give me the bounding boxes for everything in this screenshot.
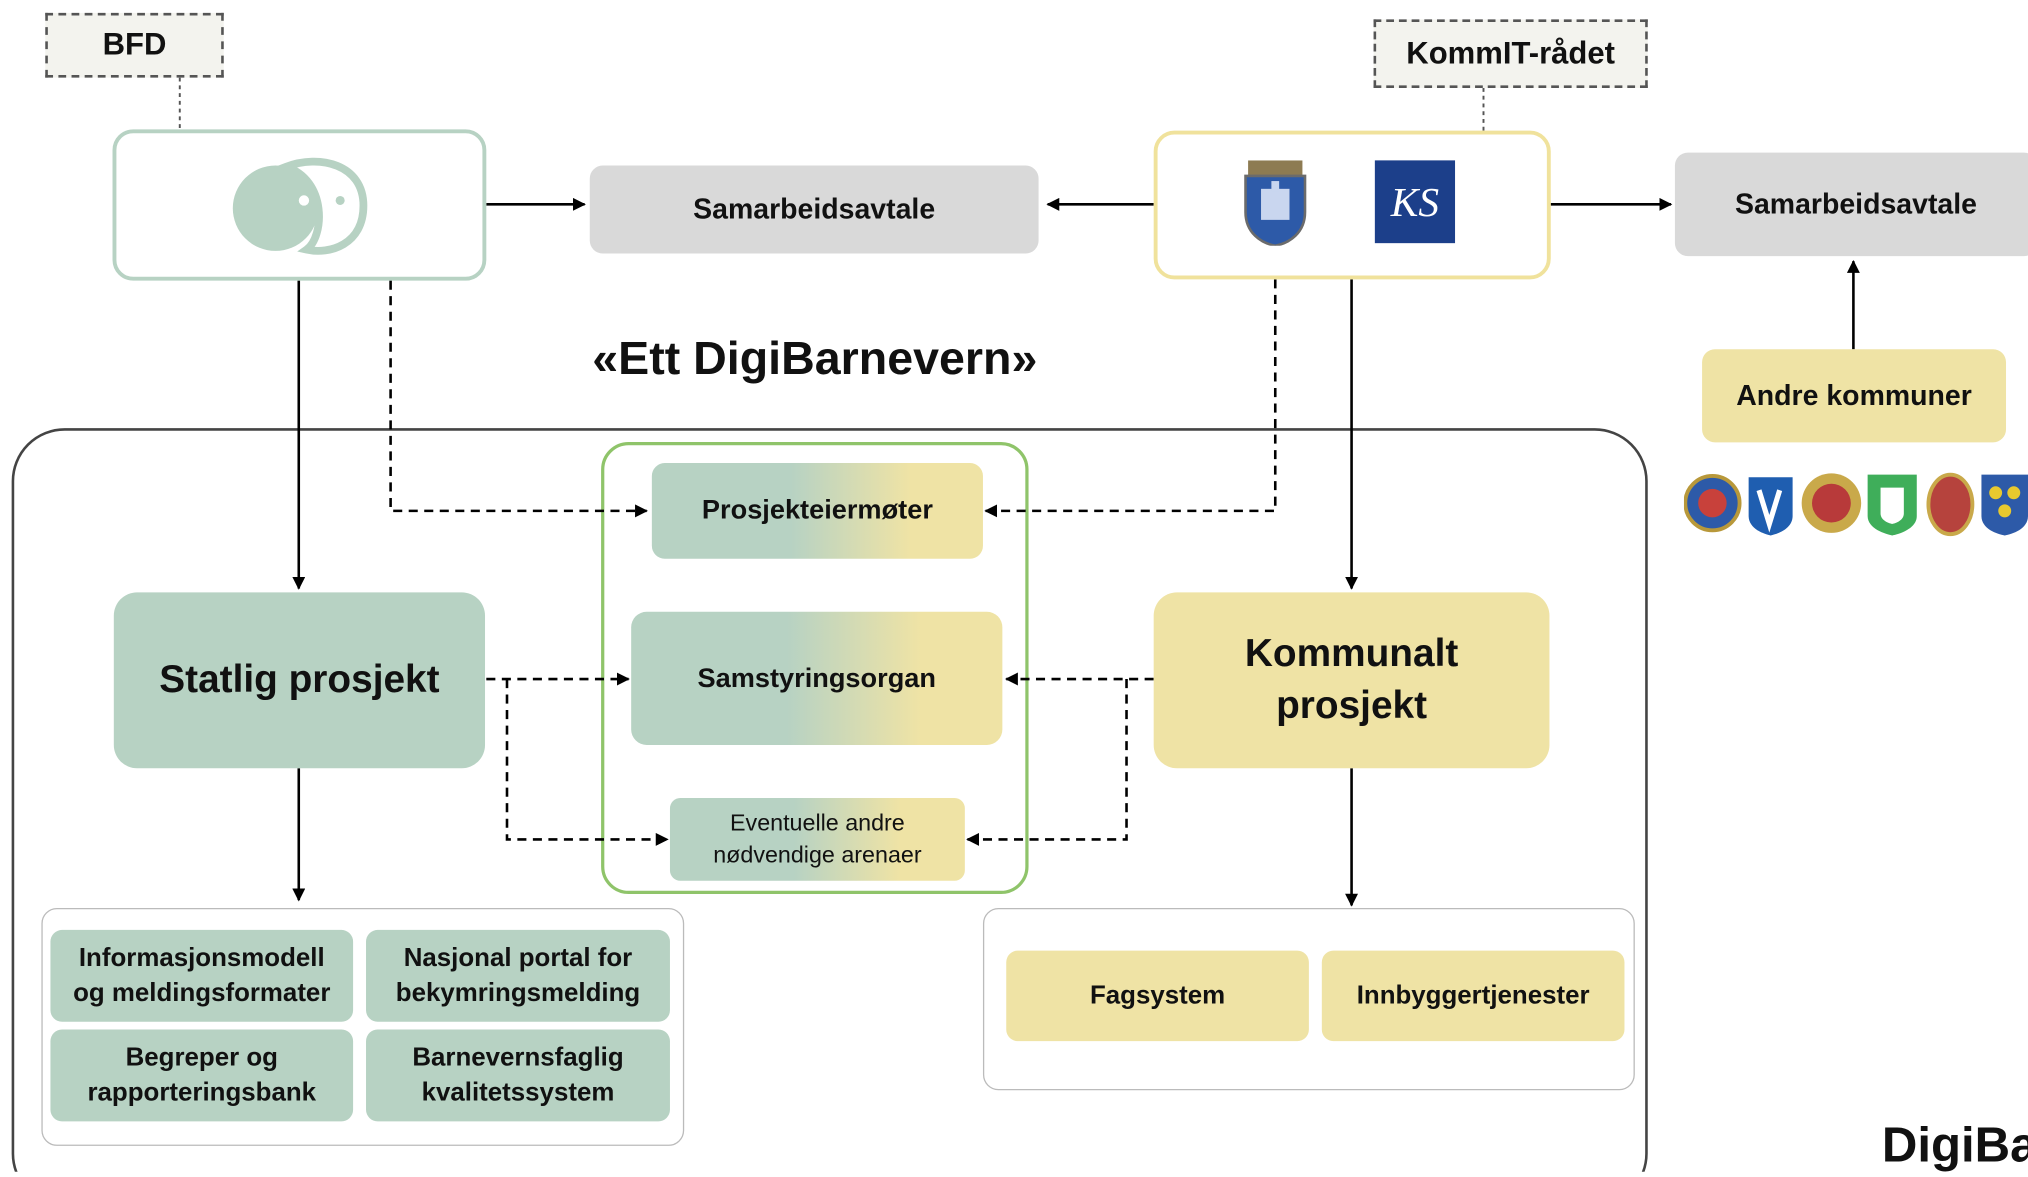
bfd-label: BFD [102, 27, 167, 63]
municipal-project-box: Kommunalt prosjekt [1153, 592, 1550, 769]
municipal-project-line1: Kommunalt [1244, 632, 1459, 676]
state-project-label: Statlig prosjekt [159, 658, 440, 702]
state-project-box: Statlig prosjekt [113, 592, 486, 769]
state-deliverable-1-line2: og meldingsformater [73, 978, 331, 1007]
coat-of-arms-icon [1244, 160, 1307, 246]
state-deliverable-4-line1: Barnevernsfaglig [412, 1043, 624, 1072]
state-deliverable-4: Barnevernsfaglig kvalitetssystem [366, 1029, 670, 1122]
page-title: «Ett DigiBarnevern» [569, 326, 1060, 391]
kommit-label: KommIT-rådet [1406, 35, 1615, 71]
municipal-project-line2: prosjekt [1276, 684, 1428, 727]
state-deliverable-3-line2: rapporteringsbank [87, 1078, 317, 1107]
ks-label: KS [1390, 177, 1440, 225]
other-municipalities-label: Andre kommuner [1736, 378, 1972, 412]
state-deliverable-4-line2: kvalitetssystem [421, 1078, 615, 1107]
state-deliverable-1-line1: Informasjonsmodell [78, 943, 325, 972]
municipal-owner-box: KS [1153, 130, 1551, 280]
state-deliverable-2-line2: bekymringsmelding [395, 978, 641, 1007]
municipal-deliverable-2: Innbyggertjenester [1321, 950, 1625, 1042]
ks-logo: KS [1374, 160, 1456, 244]
other-arenas-box: Eventuelle andre nødvendige arenaer [669, 798, 965, 881]
municipal-deliverable-2-label: Innbyggertjenester [1356, 981, 1590, 1010]
agreement-left: Samarbeidsavtale [589, 165, 1039, 254]
state-deliverable-3: Begreper og rapporteringsbank [50, 1029, 354, 1122]
bfd-tag: BFD [45, 12, 224, 78]
joint-governance-frame [601, 442, 1029, 895]
corner-brand-text: DigiBa [1882, 1115, 2028, 1177]
state-deliverable-1: Informasjonsmodell og meldingsformater [50, 929, 354, 1022]
state-deliverable-2: Nasjonal portal for bekymringsmelding [366, 929, 670, 1022]
owners-meeting-label: Prosjekteiermøter [701, 495, 933, 526]
municipality-arms-row [1683, 469, 2028, 537]
municipal-deliverable-1: Fagsystem [1006, 950, 1309, 1042]
other-arenas-line2: nødvendige arenaer [713, 841, 922, 868]
bufdir-box [112, 129, 487, 281]
bufdir-icon [232, 157, 367, 254]
agreement-right-label: Samarbeidsavtale [1734, 187, 1977, 220]
coat-of-arms-icon [1683, 472, 2028, 537]
steering-box: Samstyringsorgan [631, 611, 1003, 745]
kommit-tag: KommIT-rådet [1373, 19, 1648, 88]
title-text: «Ett DigiBarnevern» [592, 331, 1038, 385]
state-deliverable-2-line1: Nasjonal portal for [403, 943, 633, 972]
municipal-deliverable-1-label: Fagsystem [1089, 981, 1226, 1010]
agreement-right: Samarbeidsavtale [1674, 152, 2028, 257]
ett-digibarnevern-frame [11, 428, 1648, 1172]
other-arenas-line1: Eventuelle andre [730, 809, 905, 836]
owners-meeting-box: Prosjekteiermøter [651, 463, 983, 559]
agreement-left-label: Samarbeidsavtale [693, 192, 936, 226]
state-deliverable-3-line1: Begreper og [125, 1043, 278, 1072]
other-municipalities-box: Andre kommuner [1702, 349, 2007, 443]
corner-brand-label: DigiBa [1881, 1118, 2028, 1174]
steering-label: Samstyringsorgan [697, 662, 936, 693]
